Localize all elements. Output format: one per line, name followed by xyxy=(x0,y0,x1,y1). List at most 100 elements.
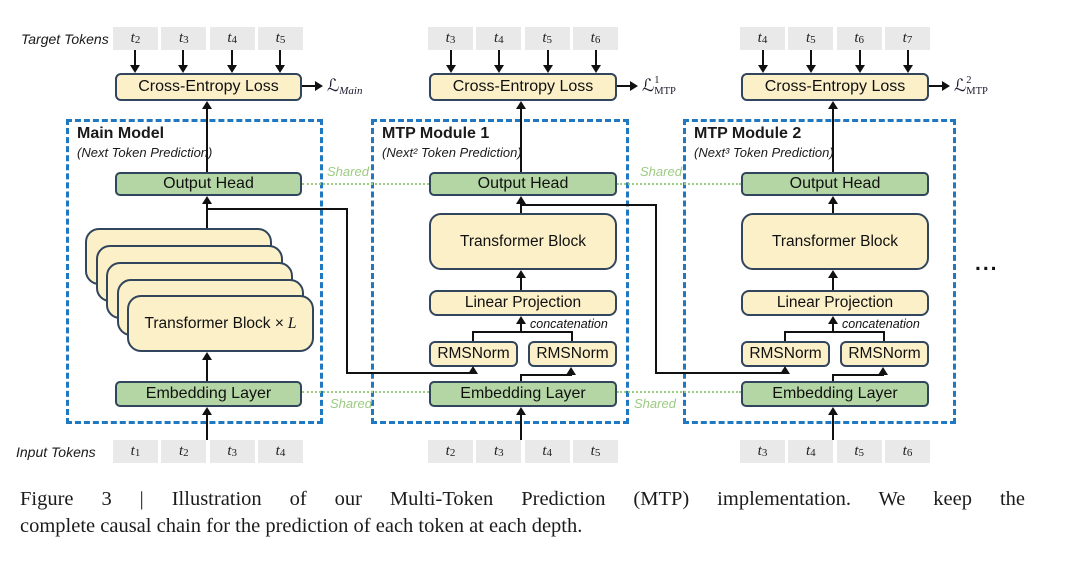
embedding-layer-box-main: Embedding Layer xyxy=(115,381,302,407)
embedding-layer-box-mtp1: Embedding Layer xyxy=(429,381,617,407)
line xyxy=(520,274,522,290)
line xyxy=(520,411,522,440)
arrowhead xyxy=(543,65,553,73)
line xyxy=(784,331,786,341)
embedding-layer-box-mtp2: Embedding Layer xyxy=(741,381,929,407)
arrowhead xyxy=(516,270,526,278)
caption-line-2: complete causal chain for the prediction… xyxy=(20,515,583,537)
arrowhead xyxy=(855,65,865,73)
arrowhead xyxy=(806,65,816,73)
line xyxy=(206,411,208,440)
line xyxy=(832,274,834,290)
target-tokens-label: Target Tokens xyxy=(21,31,109,47)
line xyxy=(547,50,549,66)
output-head-box-main: Output Head xyxy=(115,172,302,196)
module-main-title: Main Model xyxy=(77,125,165,142)
line xyxy=(832,411,834,440)
line xyxy=(134,50,136,66)
arrowhead xyxy=(630,81,638,91)
output-head-box-mtp1: Output Head xyxy=(429,172,617,196)
transformer-block-box-mtp1: Transformer Block xyxy=(429,213,617,270)
line xyxy=(302,85,316,87)
shared-dotted-line xyxy=(617,183,741,185)
line xyxy=(231,50,233,66)
cross-entropy-box-mtp2: Cross-Entropy Loss xyxy=(741,73,929,101)
arrowhead xyxy=(828,407,838,415)
shared-label: Shared xyxy=(640,164,682,179)
module-mtp2-border xyxy=(683,119,956,424)
linear-projection-box-mtp1: Linear Projection xyxy=(429,290,617,316)
module-main-border xyxy=(66,119,323,424)
rmsnorm-left-box-mtp1: RMSNorm xyxy=(429,341,518,367)
arrowhead xyxy=(828,270,838,278)
module-main-subtitle: (Next Token Prediction) xyxy=(77,145,213,160)
arrowhead xyxy=(178,65,188,73)
output-head-box-mtp2: Output Head xyxy=(741,172,929,196)
line xyxy=(784,331,885,333)
arrowhead xyxy=(202,196,212,204)
shared-dotted-line xyxy=(302,391,429,393)
arrowhead xyxy=(878,367,888,375)
rmsnorm-right-box-mtp2: RMSNorm xyxy=(840,341,929,367)
shared-dotted-line xyxy=(302,183,429,185)
module-mtp1-border xyxy=(371,119,629,424)
arrowhead xyxy=(828,101,838,109)
transformer-stack-front: Transformer Block ×L xyxy=(127,295,314,352)
line xyxy=(571,331,573,341)
figure-caption: Figure 3 | Illustration of our Multi-Tok… xyxy=(20,486,1025,540)
line xyxy=(832,374,834,381)
line xyxy=(762,50,764,66)
caption-line-1: Figure 3 | Illustration of our Multi-Tok… xyxy=(20,488,1025,510)
module-mtp1-title: MTP Module 1 xyxy=(382,125,490,142)
arrowhead xyxy=(275,65,285,73)
line xyxy=(832,322,834,331)
line xyxy=(450,50,452,66)
line xyxy=(472,331,474,341)
input-tokens-label: Input Tokens xyxy=(16,444,96,460)
module-mtp2-title: MTP Module 2 xyxy=(694,125,802,142)
line xyxy=(883,331,885,341)
shared-label: Shared xyxy=(327,164,369,179)
arrowhead xyxy=(516,316,526,324)
arrowhead xyxy=(130,65,140,73)
line xyxy=(520,374,522,381)
line xyxy=(498,50,500,66)
line xyxy=(206,199,208,228)
line xyxy=(832,374,884,376)
shared-dotted-line xyxy=(617,391,741,393)
module-mtp1-subtitle: (Next² Token Prediction) xyxy=(382,145,522,160)
arrowhead xyxy=(516,407,526,415)
line xyxy=(929,85,943,87)
line xyxy=(832,104,834,172)
cross-entropy-box-mtp1: Cross-Entropy Loss xyxy=(429,73,617,101)
arrowhead xyxy=(516,196,526,204)
shared-label: Shared xyxy=(634,396,676,411)
arrowhead xyxy=(566,367,576,375)
concatenation-label-mtp2: concatenation xyxy=(842,317,920,331)
arrowhead xyxy=(202,352,212,360)
line xyxy=(810,50,812,66)
line xyxy=(520,204,657,206)
line xyxy=(832,199,834,213)
